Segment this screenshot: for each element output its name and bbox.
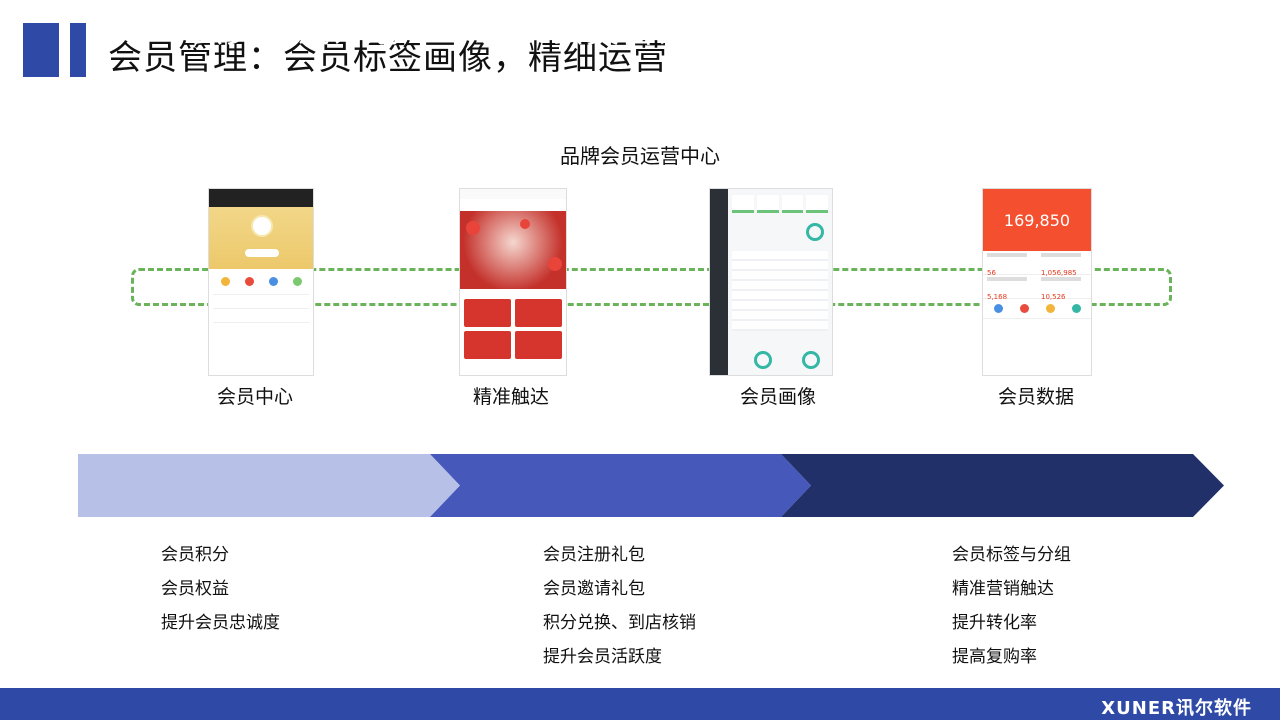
footer-bar [0,688,1280,720]
list-item [213,294,309,308]
stage-chevrons [78,454,1224,517]
dashboard-sidebar [710,189,728,375]
activity-feed [983,318,1091,348]
list-item: 会员标签与分组 [952,545,1071,565]
nav-bar [460,199,566,211]
shortcut-icon [1019,304,1029,313]
stage-label-interaction: 会员营销互动 [549,11,760,51]
list-item: 提高复购率 [952,647,1037,667]
product-card [515,331,562,359]
list-item: 会员积分 [161,545,229,565]
stage-list-loyalty: 会员积分 会员权益 提升会员忠诚度 [161,538,280,640]
caption-member-data: 会员数据 [997,386,1074,408]
caption-precise-reach: 精准触达 [472,386,549,408]
shortcut-icon [1071,304,1081,313]
stage-chevron-loyalty [78,454,460,517]
stat-value: 1,056,985 [1041,269,1077,277]
dashed-connector [131,268,1172,306]
stat-value: 56 [987,269,996,277]
list-item: 会员权益 [161,579,229,599]
list-item: 提升会员活跃度 [543,647,662,667]
stage-list-interaction: 会员注册礼包 会员邀请礼包 积分兑换、到店核销 提升会员活跃度 [543,538,696,674]
shortcut-icon [1045,304,1055,313]
list-item [213,308,309,322]
donut-chart [754,351,772,369]
dashboard-table [732,251,828,331]
stage-chevron-precision [781,454,1224,517]
shortcut-icons [983,299,1091,318]
stat-cell: 56 [983,251,1037,277]
product-grid [460,289,566,369]
member-center-screenshot [208,188,314,376]
mini-chart [806,195,828,213]
avatar [251,215,273,237]
flower-icon [520,219,530,229]
stat-cell: 5,168 [983,275,1037,301]
stat-cell: 10,526 [1037,275,1091,301]
mini-chart [781,195,804,213]
flower-icon [466,221,480,235]
profile-button [245,249,279,257]
product-card [464,299,511,327]
stats-grid: 56 1,056,985 5,168 10,526 [983,251,1091,301]
precise-reach-screenshot [459,188,567,376]
list-item: 提升转化率 [952,613,1037,633]
dashboard-charts [732,195,828,213]
donut-chart [806,223,824,241]
promo-banner [460,211,566,289]
list-item: 会员邀请礼包 [543,579,645,599]
donut-chart [802,351,820,369]
feature-icons [209,269,313,294]
page-title: 会员管理：会员标签画像，精细运营 [108,38,668,78]
list-item: 积分兑换、到店核销 [543,613,696,633]
stat-cell: 1,056,985 [1037,251,1091,277]
stage-list-precision: 会员标签与分组 精准营销触达 提升转化率 提高复购率 [952,538,1071,674]
stage-label-precision: 会员精准营销 [900,11,1111,51]
points-icon [220,277,230,286]
product-card [515,299,562,327]
profile-header [209,207,313,269]
stage-chevron-interaction [430,454,811,517]
total-members-value: 169,850 [1003,211,1071,230]
list-item: 精准营销触达 [952,579,1054,599]
caption-member-portrait: 会员画像 [739,386,816,408]
list-item [213,322,309,336]
section-title: 品牌会员运营中心 [560,144,720,168]
brand-logo: XUNER讯尔软件 [1101,698,1252,719]
stat-value: 5,168 [987,293,1008,301]
title-accent-bar-small [70,23,86,77]
product-card [464,331,511,359]
member-portrait-screenshot [709,188,833,376]
mini-chart [756,195,779,213]
title-accent-bar [23,23,59,77]
record-icon [292,277,302,286]
mini-chart [732,195,754,213]
status-bar [460,189,566,199]
caption-member-center: 会员中心 [216,386,293,408]
member-data-screenshot: 169,850 56 1,056,985 5,168 10,526 [982,188,1092,376]
status-bar [209,189,313,207]
stage-label-loyalty: 会员忠诚计划 [189,11,400,51]
list-item: 会员注册礼包 [543,545,645,565]
list-item: 提升会员忠诚度 [161,613,280,633]
card-icon [268,277,278,286]
coupon-icon [244,277,254,286]
metric-header: 169,850 [983,189,1091,251]
stat-value: 10,526 [1041,293,1066,301]
shortcut-icon [993,304,1003,313]
flower-icon [548,257,562,271]
